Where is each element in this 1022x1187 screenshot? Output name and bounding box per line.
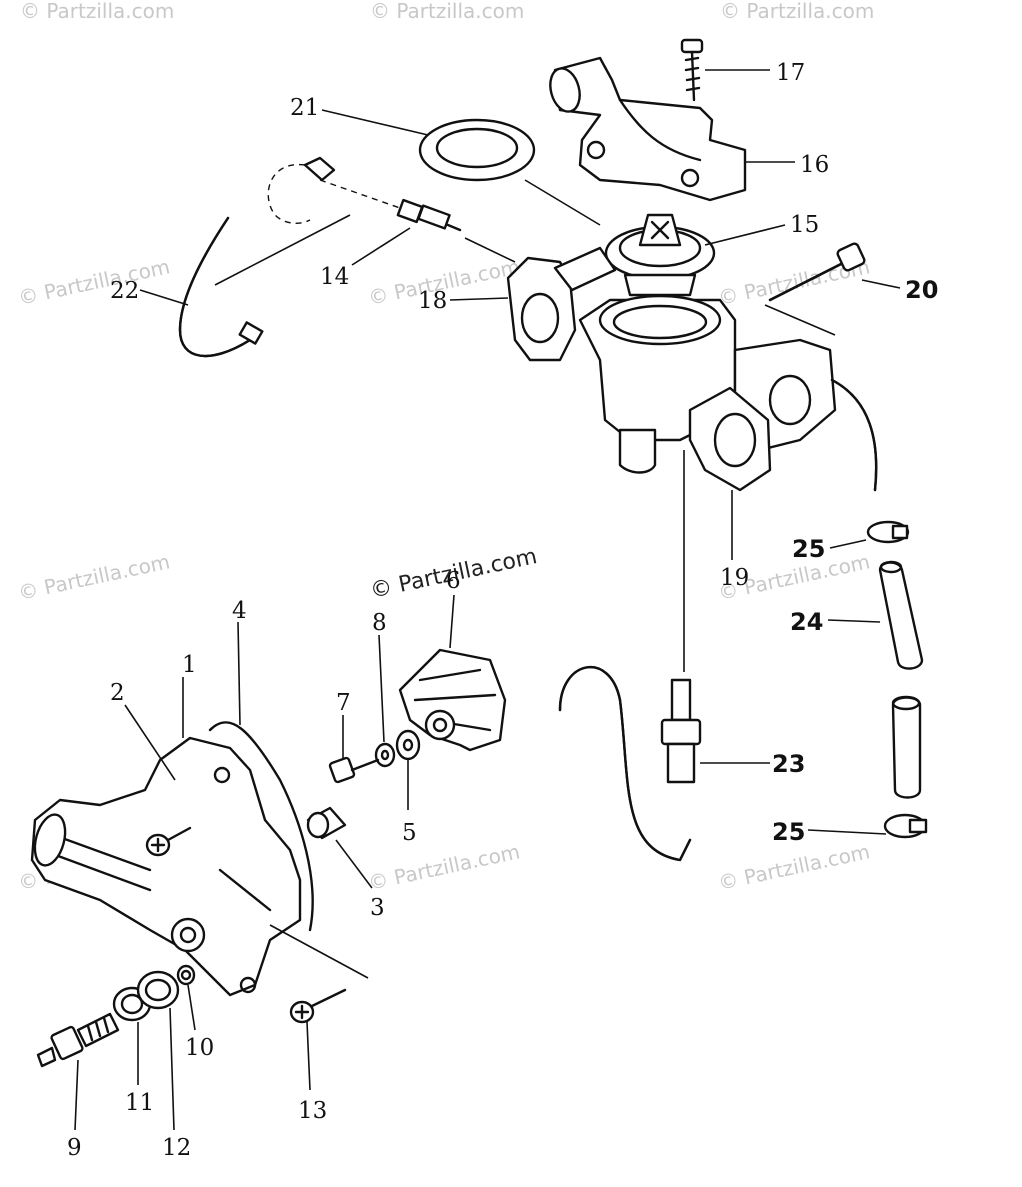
callout-11: 11 <box>125 1090 154 1116</box>
part-5-washer <box>395 729 421 761</box>
watermark: © Partzilla.com <box>20 0 174 23</box>
part-1-pump-cover <box>30 736 302 997</box>
part-4-oring <box>208 721 314 932</box>
callout-5: 5 <box>402 820 417 846</box>
callout-10: 10 <box>185 1035 214 1061</box>
part-2-screw <box>145 826 192 857</box>
callout-12: 12 <box>162 1135 191 1161</box>
part-17-bolt <box>680 38 704 102</box>
watermark: © Partzilla.com <box>720 0 874 23</box>
callout-3: 3 <box>370 895 385 921</box>
part-24-hose-bottom <box>891 695 922 799</box>
callout-17: 17 <box>776 60 805 86</box>
watermark: © Partzilla.com <box>16 549 172 605</box>
callout-24: 24 <box>790 608 823 636</box>
watermark: © Partzilla.com <box>16 254 172 310</box>
callout-9: 9 <box>67 1135 82 1161</box>
callout-21: 21 <box>290 95 319 121</box>
callout-1: 1 <box>182 652 197 678</box>
callout-23: 23 <box>772 750 805 778</box>
watermark: © Partzilla.com <box>366 839 522 895</box>
part-8-washer <box>374 742 396 768</box>
callout-4: 4 <box>232 598 247 624</box>
callout-13: 13 <box>298 1098 327 1124</box>
watermark: © Partzilla.com <box>370 0 524 23</box>
watermark: © Partzilla.com <box>716 839 872 895</box>
part-20-bolt <box>768 242 866 302</box>
part-24-hose-top <box>878 560 924 670</box>
part-16-housing-cover <box>549 56 747 202</box>
callout-19: 19 <box>720 565 749 591</box>
callout-22: 22 <box>110 278 139 304</box>
part-25-clamp-top <box>866 520 910 544</box>
part-19-gasket <box>688 386 772 492</box>
part-10-oring <box>176 964 196 986</box>
part-21-seal <box>418 118 536 182</box>
callout-14: 14 <box>320 264 349 290</box>
callout-25-bottom: 25 <box>772 818 805 846</box>
callout-numbers: 1 2 3 4 5 6 7 8 9 10 11 12 13 14 15 16 1… <box>67 60 938 1161</box>
part-25-clamp-bottom <box>883 813 928 839</box>
part-12-washer <box>136 970 180 1010</box>
leader-lines <box>74 69 901 1131</box>
part-13-screw <box>289 988 347 1024</box>
callout-18: 18 <box>418 288 447 314</box>
callout-6: 6 <box>446 568 461 594</box>
callout-15: 15 <box>790 212 819 238</box>
part-22-wire <box>178 156 336 358</box>
part-18-main-housing <box>506 246 878 492</box>
part-6-impeller <box>398 648 507 752</box>
part-7-bolt <box>328 756 380 784</box>
part-15-thermostat <box>604 213 716 297</box>
callout-20: 20 <box>905 276 938 304</box>
part-14-sensor <box>319 179 462 232</box>
callout-8: 8 <box>372 610 387 636</box>
part-3-collar <box>306 806 347 840</box>
callout-25-top: 25 <box>792 535 825 563</box>
callout-2: 2 <box>110 680 125 706</box>
callout-7: 7 <box>336 690 351 716</box>
callout-16: 16 <box>800 152 829 178</box>
part-23-sender <box>558 665 702 862</box>
part-9-drain-bolt <box>36 1012 120 1068</box>
